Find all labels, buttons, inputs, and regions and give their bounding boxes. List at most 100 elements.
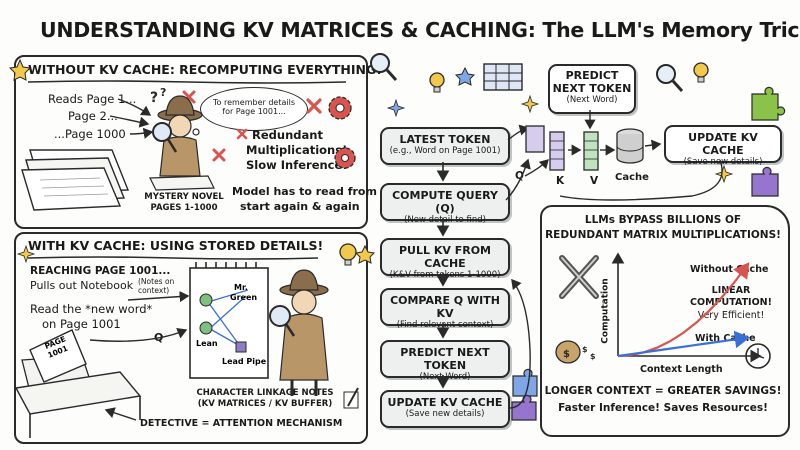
gear-icon xyxy=(334,147,356,169)
svg-text:$: $ xyxy=(590,352,596,361)
puzzle-piece-icon xyxy=(751,86,786,121)
cache-database-icon xyxy=(616,128,644,164)
svg-text:?: ? xyxy=(160,86,166,99)
pulls-out-notebook: Pulls out Notebook xyxy=(30,279,134,292)
star-icon xyxy=(8,58,32,81)
detective-figure xyxy=(152,95,203,177)
flow-step-compute-query-sub: (New detail to find) xyxy=(404,215,486,225)
detective-figure xyxy=(269,269,329,396)
page-1001-paper: PAGE 1001 xyxy=(14,329,142,438)
notes-on-context-1: (Notes on xyxy=(138,277,175,286)
flow-step-predict-title: PREDICT NEXT TOKEN xyxy=(400,346,490,372)
sparkle-icon xyxy=(16,244,36,264)
magnifier-icon xyxy=(370,53,398,82)
crossed-out-icon xyxy=(559,255,599,299)
puzzle-piece-icon xyxy=(751,166,779,197)
flow-step-latest-token-title: LATEST TOKEN xyxy=(399,133,491,146)
read-new-word-1: Read the *new word* xyxy=(30,302,153,316)
reads-page-1: Reads Page 1... xyxy=(48,92,137,106)
data-grid-icon xyxy=(483,63,523,91)
chart-series-label-without: Without Cache xyxy=(690,264,769,275)
flow-step-latest-token: LATEST TOKEN (e.g., Word on Page 1001) xyxy=(380,127,510,165)
gear-icon xyxy=(328,96,352,120)
flow-step-compare-sub: (Find relevant context) xyxy=(396,320,494,330)
lightbulb-icon xyxy=(429,72,445,93)
flow-step-latest-token-sub: (e.g., Word on Page 1001) xyxy=(389,146,501,156)
flow-step-update: UPDATE KV CACHE (Save new details) xyxy=(380,390,510,428)
series-line-with-cache xyxy=(617,330,751,358)
with-cache-heading: WITH KV CACHE: USING STORED DETAILS! xyxy=(28,238,324,253)
flow-step-pull-kv-sub: (K&V from tokens 1-1000) xyxy=(389,270,501,280)
puzzle-piece-icon xyxy=(512,368,538,397)
chart-annotation-2: COMPUTATION! xyxy=(690,297,772,308)
novel-label-line-2: PAGES 1-1000 xyxy=(150,203,218,213)
sparkle-icon xyxy=(520,94,540,114)
sparkle-icon xyxy=(714,164,734,184)
with-cache-underline xyxy=(28,256,318,260)
reads-page-1000: ...Page 1000 xyxy=(54,127,126,141)
red-x-icon xyxy=(212,148,226,162)
series-line-without-cache xyxy=(617,262,750,358)
model-note-line-2: start again & again xyxy=(240,200,360,213)
without-cache-heading: WITHOUT KV CACHE: RECOMPUTING EVERYTHING… xyxy=(28,62,382,77)
lightbulb-icon xyxy=(339,243,357,266)
flow-step-pull-kv-title: PULL KV FROM CACHE xyxy=(399,244,491,270)
reads-page-2: Page 2... xyxy=(68,109,118,123)
bypass-panel xyxy=(540,205,790,437)
update-right-sub: (Save new details) xyxy=(683,157,763,167)
svg-text:$: $ xyxy=(563,349,570,360)
query-matrix xyxy=(525,125,545,153)
thought-bubble-line-2: for Page 1001... xyxy=(222,107,286,116)
notebook-name-mr: Mr. xyxy=(234,283,248,292)
flow-step-predict-sub: (Next Word) xyxy=(419,372,471,382)
update-kv-cache-box: UPDATE KV CACHE (Save new details) xyxy=(664,125,782,167)
page-title: UNDERSTANDING KV MATRICES & CACHING: The… xyxy=(40,18,800,42)
red-x-icon xyxy=(306,98,322,114)
star-icon xyxy=(354,244,376,264)
flow-step-update-sub: (Save new details) xyxy=(405,409,485,419)
red-x-icon xyxy=(236,128,248,140)
notebook-name-lean: Lean xyxy=(196,339,218,348)
notebook-name-green: Green xyxy=(230,293,257,302)
pencil-icon xyxy=(343,387,359,409)
star-icon xyxy=(454,66,476,86)
matrix-label-q-side: Q xyxy=(515,170,524,182)
redundant-line-1: Redundant xyxy=(252,128,323,142)
flow-step-predict: PREDICT NEXT TOKEN (Next Word) xyxy=(380,340,510,382)
chart-annotation-1: LINEAR xyxy=(711,285,751,296)
thought-bubble: To remember details for Page 1001... xyxy=(200,87,308,131)
linkage-line-2: (KV MATRICES / KV BUFFER) xyxy=(197,399,333,409)
bypass-footer-2: Faster Inference! Saves Resources! xyxy=(558,402,768,414)
predict-top-line-2: NEXT TOKEN xyxy=(552,82,632,95)
chart-annotation-3: Very Efficient! xyxy=(697,310,765,321)
svg-text:?: ? xyxy=(150,90,158,106)
value-matrix xyxy=(583,131,599,171)
predict-next-token-box: PREDICT NEXT TOKEN (Next Word) xyxy=(548,64,636,114)
bypass-heading-2: REDUNDANT MATRIX MULTIPLICATIONS! xyxy=(545,229,781,241)
novel-label-line-1: MYSTERY NOVEL xyxy=(144,192,224,202)
thought-bubble-line-1: To remember details xyxy=(213,98,295,107)
flow-step-pull-kv: PULL KV FROM CACHE (K&V from tokens 1-10… xyxy=(380,238,510,280)
flow-step-compute-query: COMPUTE QUERY (Q) (New detail to find) xyxy=(380,183,510,225)
matrix-label-v: V xyxy=(590,175,599,187)
reaching-page: REACHING PAGE 1001... xyxy=(30,265,171,277)
notebook-illustration: Mr. Green Lean Lead Pipe xyxy=(189,262,269,379)
money-bag-icon: $ $ $ xyxy=(555,340,596,364)
magnifier-icon xyxy=(656,64,684,93)
flow-step-compute-query-title: COMPUTE QUERY (Q) xyxy=(392,189,498,215)
update-right-title: UPDATE KV CACHE xyxy=(688,131,758,157)
read-new-word-2: on Page 1001 xyxy=(42,317,121,331)
bypass-footer-1: LONGER CONTEXT = GREATER SAVINGS! xyxy=(544,385,782,397)
notebook-name-lead-pipe: Lead Pipe xyxy=(222,357,267,366)
bypass-heading-1: LLMs BYPASS BILLIONS OF xyxy=(584,214,742,226)
flow-step-compare-title: COMPARE Q WITH KV xyxy=(390,294,500,320)
svg-text:$: $ xyxy=(582,345,588,354)
flow-step-compare: COMPARE Q WITH KV (Find relevant context… xyxy=(380,288,510,330)
model-note-line-1: Model has to read from xyxy=(232,185,377,198)
linkage-line-1: CHARACTER LINKAGE NOTES xyxy=(196,388,334,398)
computation-chart xyxy=(611,252,762,363)
predict-top-line-1: PREDICT xyxy=(565,69,619,82)
sparkle-icon xyxy=(386,98,406,118)
